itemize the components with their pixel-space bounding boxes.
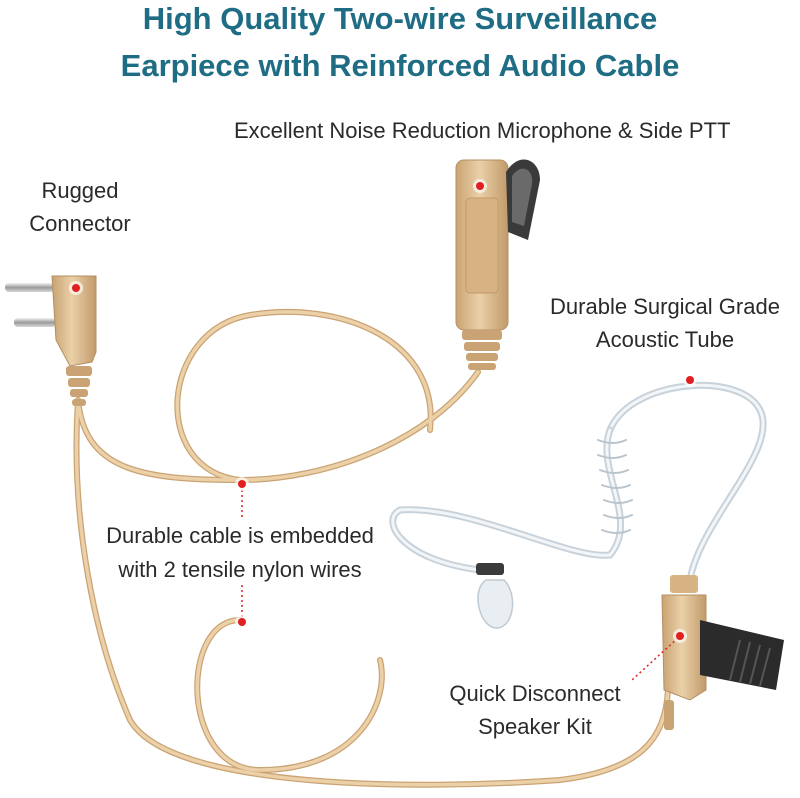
speaker-callout-label-2: Speaker Kit: [478, 714, 592, 739]
speaker-kit: [661, 575, 784, 730]
callout-dot-microphone: [473, 179, 487, 193]
tube-callout-label-2: Acoustic Tube: [595, 327, 735, 352]
cable-callout-label-2: with 2 tensile nylon wires: [118, 557, 362, 582]
speaker-callout-label-1: Quick Disconnect: [449, 681, 621, 706]
callout-dot-tube: [683, 373, 697, 387]
headline-line-2: Earpiece with Reinforced Audio Cable: [120, 48, 680, 83]
connector-callout-label-2: Connector: [29, 211, 131, 236]
connector-callout-label-1: Rugged: [41, 178, 119, 203]
callout-dot-connector: [69, 281, 83, 295]
cable-callout-label-1: Durable cable is embedded: [106, 523, 374, 548]
rugged-connector: [5, 275, 97, 406]
headline-line-1: High Quality Two-wire Surveillance: [142, 1, 658, 36]
microphone-callout-label: Excellent Noise Reduction Microphone & S…: [234, 118, 731, 143]
microphone-ptt: [455, 159, 540, 370]
audio-cable: [73, 309, 671, 788]
callout-dot-cable-upper: [235, 477, 249, 491]
ear-tip: [476, 563, 514, 629]
callout-dot-cable-lower: [235, 615, 249, 629]
callout-leaders: [241, 490, 679, 681]
tube-callout-label-1: Durable Surgical Grade: [550, 294, 780, 319]
acoustic-tube: [389, 381, 767, 584]
callout-dot-speaker: [673, 629, 687, 643]
